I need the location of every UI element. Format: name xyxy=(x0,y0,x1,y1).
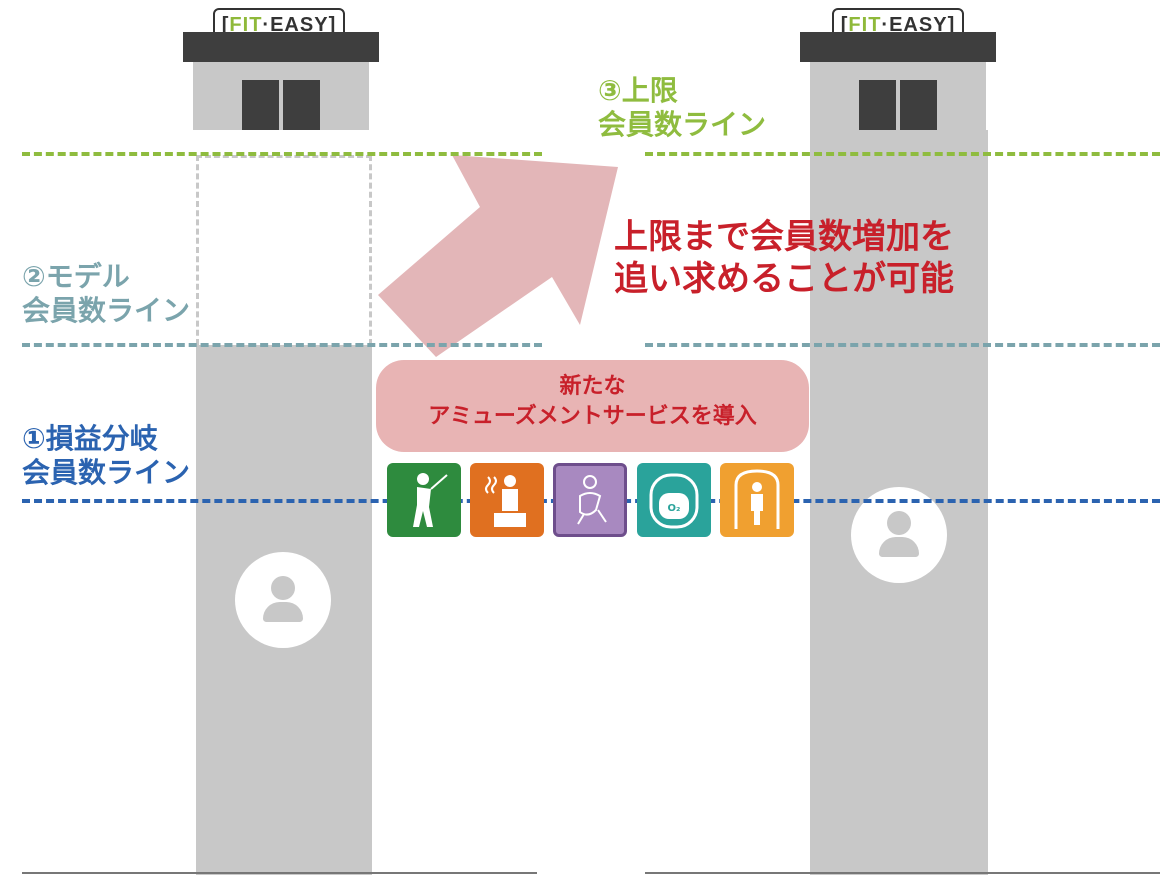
breakeven-label: ①損益分岐 会員数ライン xyxy=(22,422,191,489)
avatar-body xyxy=(263,602,303,622)
upper-limit-label: ③上限 会員数ライン xyxy=(598,74,767,141)
model-label: ②モデル 会員数ライン xyxy=(22,260,191,327)
avatar-body xyxy=(879,537,919,557)
upper-limit-line-right xyxy=(645,152,1160,156)
headline-text: 上限まで会員数増加を 追い求めることが可能 xyxy=(614,217,954,299)
svg-text:O₂: O₂ xyxy=(668,503,681,514)
upper-limit-line-left xyxy=(22,152,542,156)
avatar-head xyxy=(887,511,911,535)
member-avatar-left xyxy=(235,552,331,648)
oxygen-capsule-icon: O₂ xyxy=(637,463,711,537)
member-avatar-right xyxy=(851,487,947,583)
avatar-head xyxy=(271,576,295,600)
building-roof-left xyxy=(183,32,379,62)
building-door-right xyxy=(859,80,937,130)
model-line-right xyxy=(645,343,1160,347)
building-roof-right xyxy=(800,32,996,62)
sauna-icon xyxy=(470,463,544,537)
floor-line-right xyxy=(645,872,1160,874)
golf-icon xyxy=(387,463,461,537)
model-level-outline xyxy=(196,155,372,345)
massage-icon xyxy=(553,463,627,537)
new-service-banner: 新たな アミューズメントサービスを導入 xyxy=(376,360,809,452)
model-line-left xyxy=(22,343,542,347)
floor-line-left xyxy=(22,872,537,874)
body-scanner-icon xyxy=(720,463,794,537)
growth-arrow xyxy=(378,155,618,357)
growth-arrow-shape xyxy=(378,155,618,357)
building-door-left xyxy=(242,80,320,130)
